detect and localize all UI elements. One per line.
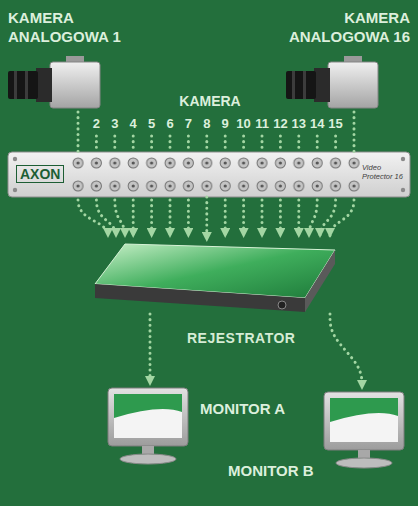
recorder-drawing <box>95 244 335 312</box>
signal-connector <box>330 314 362 388</box>
channel-number: 7 <box>185 116 192 132</box>
channel-number: 8 <box>203 116 210 132</box>
channel-number: 11 <box>255 116 269 132</box>
monitor-drawing <box>108 388 188 464</box>
signal-connector <box>205 197 208 240</box>
camera-drawing <box>286 56 378 108</box>
channel-number: 13 <box>292 116 306 132</box>
channel-number: 15 <box>328 116 342 132</box>
monitor-screen: MONITOR B <box>320 388 408 472</box>
channel-number: 3 <box>111 116 118 132</box>
signal-connector <box>353 112 356 152</box>
video-recorder: REJESTRATOR <box>92 240 338 314</box>
channel-number: 9 <box>222 116 229 132</box>
signal-connector <box>149 314 152 384</box>
signal-connector <box>77 112 80 152</box>
device-caption: MONITOR A <box>200 400 285 418</box>
device-caption: MONITOR B <box>228 462 314 480</box>
surge-protector-panel: AXON Video Protector 16 <box>8 152 410 197</box>
output-arrows <box>78 200 354 236</box>
camera-caption: KAMERA ANALOGOWA 1 <box>8 8 132 46</box>
channel-number: 10 <box>236 116 250 132</box>
channel-number: 4 <box>130 116 137 132</box>
camera-caption: KAMERA ANALOGOWA 16 <box>282 8 410 46</box>
channel-number: 6 <box>166 116 173 132</box>
monitor-drawing <box>324 392 404 468</box>
camera-unit: KAMERA ANALOGOWA 1 <box>6 8 134 112</box>
brand-logo: AXON <box>16 165 64 183</box>
channel-number: 14 <box>310 116 324 132</box>
camera-drawing <box>8 56 100 108</box>
protector-panel-drawing <box>8 152 410 197</box>
camera-unit: KAMERA ANALOGOWA 16 <box>282 8 412 112</box>
channel-number: 5 <box>148 116 155 132</box>
camera-feed-line <box>96 136 335 150</box>
monitor-screen: MONITOR A <box>104 384 192 468</box>
section-heading: KAMERA <box>179 93 240 109</box>
device-caption: REJESTRATOR <box>187 330 295 347</box>
channel-number: 2 <box>93 116 100 132</box>
channel-number: 12 <box>273 116 287 132</box>
model-name: Video Protector 16 <box>362 163 409 181</box>
